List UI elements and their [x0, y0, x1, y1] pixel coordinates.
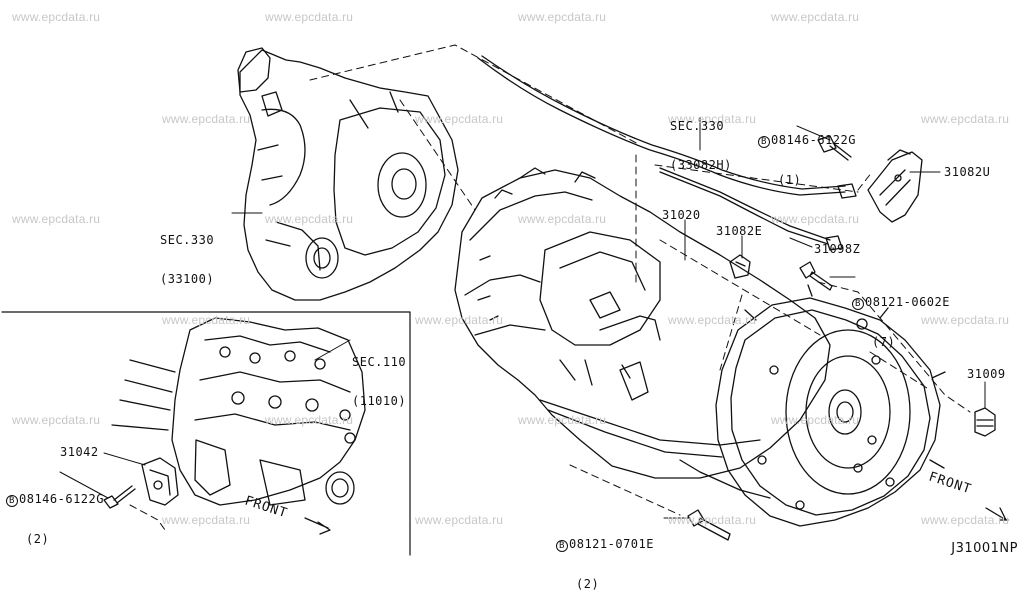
- b-marker-icon: B: [758, 136, 770, 148]
- label-31082e[interactable]: 31082E: [716, 224, 763, 238]
- b-marker-icon: B: [852, 298, 864, 310]
- label-sec330-33082h[interactable]: SEC.330 (33082H): [670, 94, 732, 185]
- watermark: www.epcdata.ru: [668, 313, 757, 327]
- sec-part-ref: (33100): [160, 272, 215, 286]
- label-31098z[interactable]: 31098Z: [814, 242, 861, 256]
- label-sec110-11010[interactable]: SEC.110 (11010): [352, 330, 406, 421]
- watermark: www.epcdata.ru: [265, 413, 354, 427]
- bolt-drawing-left: [103, 485, 136, 509]
- watermark: www.epcdata.ru: [265, 10, 354, 24]
- watermark: www.epcdata.ru: [415, 513, 504, 527]
- watermark: www.epcdata.ru: [162, 313, 251, 327]
- parts-diagram: [1, 44, 1009, 556]
- label-31082u[interactable]: 31082U: [944, 165, 991, 179]
- watermark: www.epcdata.ru: [668, 112, 757, 126]
- watermark: www.epcdata.ru: [668, 513, 757, 527]
- part-number: 08146-6122G: [19, 492, 104, 506]
- bracket-31082u: [867, 149, 923, 223]
- bolt-drawing-top: [817, 135, 852, 161]
- quantity: (1): [778, 173, 802, 187]
- watermark: www.epcdata.ru: [12, 10, 101, 24]
- plug-31009: [974, 407, 996, 437]
- bolt-drawing-0701e: [687, 509, 731, 541]
- label-31009[interactable]: 31009: [967, 367, 1006, 381]
- clip-31082e: [729, 254, 751, 279]
- part-number: 08121-0701E: [569, 537, 654, 551]
- quantity: (7): [872, 335, 896, 349]
- watermark: www.epcdata.ru: [518, 10, 607, 24]
- watermark: www.epcdata.ru: [518, 413, 607, 427]
- watermark: www.epcdata.ru: [12, 212, 101, 226]
- sec-ref: SEC.330: [670, 119, 725, 133]
- quantity: (2): [26, 532, 50, 546]
- front-arrows: [304, 507, 1009, 535]
- sensor-31042: [141, 457, 179, 506]
- watermark: www.epcdata.ru: [921, 112, 1010, 126]
- transfer-case-drawing: [237, 47, 459, 301]
- converter-housing-drawing: [715, 284, 946, 527]
- part-number: 08121-0602E: [865, 295, 950, 309]
- inset-frame: [1, 311, 411, 556]
- watermark: www.epcdata.ru: [771, 212, 860, 226]
- watermark: www.epcdata.ru: [415, 313, 504, 327]
- b-marker-icon: B: [556, 540, 568, 552]
- label-sec330-33100[interactable]: SEC.330 (33100): [160, 208, 214, 299]
- label-31020[interactable]: 31020: [662, 208, 701, 222]
- transmission-drawing: [454, 167, 831, 499]
- watermark: www.epcdata.ru: [921, 313, 1010, 327]
- watermark: www.epcdata.ru: [771, 10, 860, 24]
- leader-lines: [59, 117, 986, 519]
- harness-cable: [477, 55, 857, 251]
- sec-part-ref: (11010): [352, 394, 407, 408]
- bolt-drawing-0602e: [799, 261, 833, 291]
- engine-block-drawing: [111, 317, 366, 506]
- watermark: www.epcdata.ru: [162, 112, 251, 126]
- sec-ref: SEC.330: [160, 233, 215, 247]
- diagram-id: J31001NP: [951, 541, 1018, 556]
- watermark: www.epcdata.ru: [921, 513, 1010, 527]
- watermark: www.epcdata.ru: [162, 513, 251, 527]
- part-number: 08146-6122G: [771, 133, 856, 147]
- b-marker-icon: B: [6, 495, 18, 507]
- watermark: www.epcdata.ru: [771, 413, 860, 427]
- watermark: www.epcdata.ru: [415, 112, 504, 126]
- sec-ref: SEC.110: [352, 355, 407, 369]
- watermark: www.epcdata.ru: [265, 212, 354, 226]
- watermark: www.epcdata.ru: [518, 212, 607, 226]
- quantity: (2): [576, 577, 600, 591]
- watermark: www.epcdata.ru: [12, 413, 101, 427]
- sec-part-ref: (33082H): [670, 158, 732, 172]
- label-31042[interactable]: 31042: [60, 445, 99, 459]
